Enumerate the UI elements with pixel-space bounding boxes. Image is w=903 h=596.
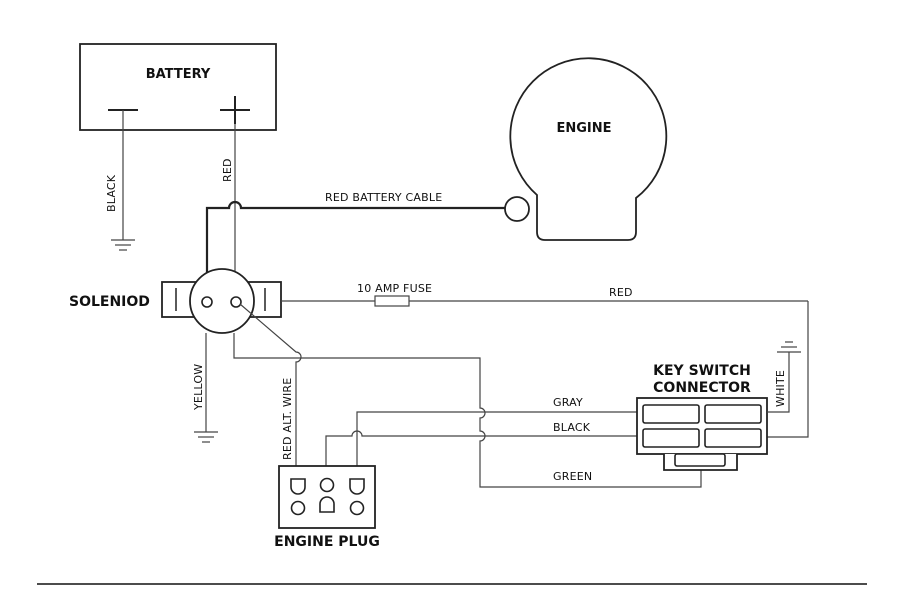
key-switch-connector: KEY SWITCH CONNECTOR	[636, 363, 768, 471]
red-alt-wire-label: RED ALT. WIRE	[281, 378, 294, 460]
black-key-wire: BLACK	[325, 421, 637, 470]
red-battery-cable-label: RED BATTERY CABLE	[325, 191, 442, 204]
engine-label: ENGINE	[556, 121, 611, 136]
black-wire-label: BLACK	[105, 174, 118, 212]
red-wire-label: RED	[221, 158, 234, 182]
fuse	[374, 295, 410, 307]
battery: BATTERY	[79, 43, 277, 131]
solenoid: SOLENIOD	[69, 268, 282, 334]
fuse-label: 10 AMP FUSE	[357, 282, 432, 295]
black-ground-wire: BLACK	[105, 110, 135, 251]
plug-pin-3	[349, 478, 365, 495]
solenoid-terminal-left	[201, 296, 213, 308]
plug-pin-1	[290, 478, 306, 495]
engine-starter-terminal	[504, 196, 530, 222]
plug-pin-2	[319, 477, 335, 493]
red-wire-right-label: RED	[609, 286, 633, 299]
yellow-wire-label: YELLOW	[192, 364, 205, 411]
key-switch-label-line1: KEY SWITCH	[653, 363, 751, 379]
yellow-ground-wire: YELLOW	[192, 333, 218, 443]
plug-pin-6	[349, 500, 365, 516]
plug-pin-4	[290, 500, 306, 516]
solenoid-to-green-wire	[233, 333, 702, 488]
red-battery-cable: RED BATTERY CABLE	[205, 191, 505, 298]
solenoid-terminal-right	[230, 296, 242, 308]
red-battery-wire: RED	[221, 124, 236, 298]
gray-wire-label: GRAY	[553, 396, 583, 409]
engine: ENGINE	[504, 57, 668, 241]
solenoid-label: SOLENIOD	[69, 294, 150, 310]
red-alt-wire: RED ALT. WIRE	[239, 303, 302, 470]
black-key-wire-label: BLACK	[553, 421, 591, 434]
fuse-red-wire: 10 AMP FUSE RED	[281, 282, 809, 438]
plug-pin-5	[319, 496, 335, 513]
green-wire-label: GREEN	[553, 470, 592, 483]
white-ground-wire: WHITE	[767, 341, 801, 413]
battery-label: BATTERY	[146, 67, 211, 82]
key-switch-label-line2: CONNECTOR	[653, 380, 751, 396]
engine-plug: ENGINE PLUG	[274, 465, 380, 550]
engine-plug-label: ENGINE PLUG	[274, 534, 380, 550]
gray-wire: GRAY	[356, 396, 637, 470]
white-wire-label: WHITE	[774, 370, 787, 407]
